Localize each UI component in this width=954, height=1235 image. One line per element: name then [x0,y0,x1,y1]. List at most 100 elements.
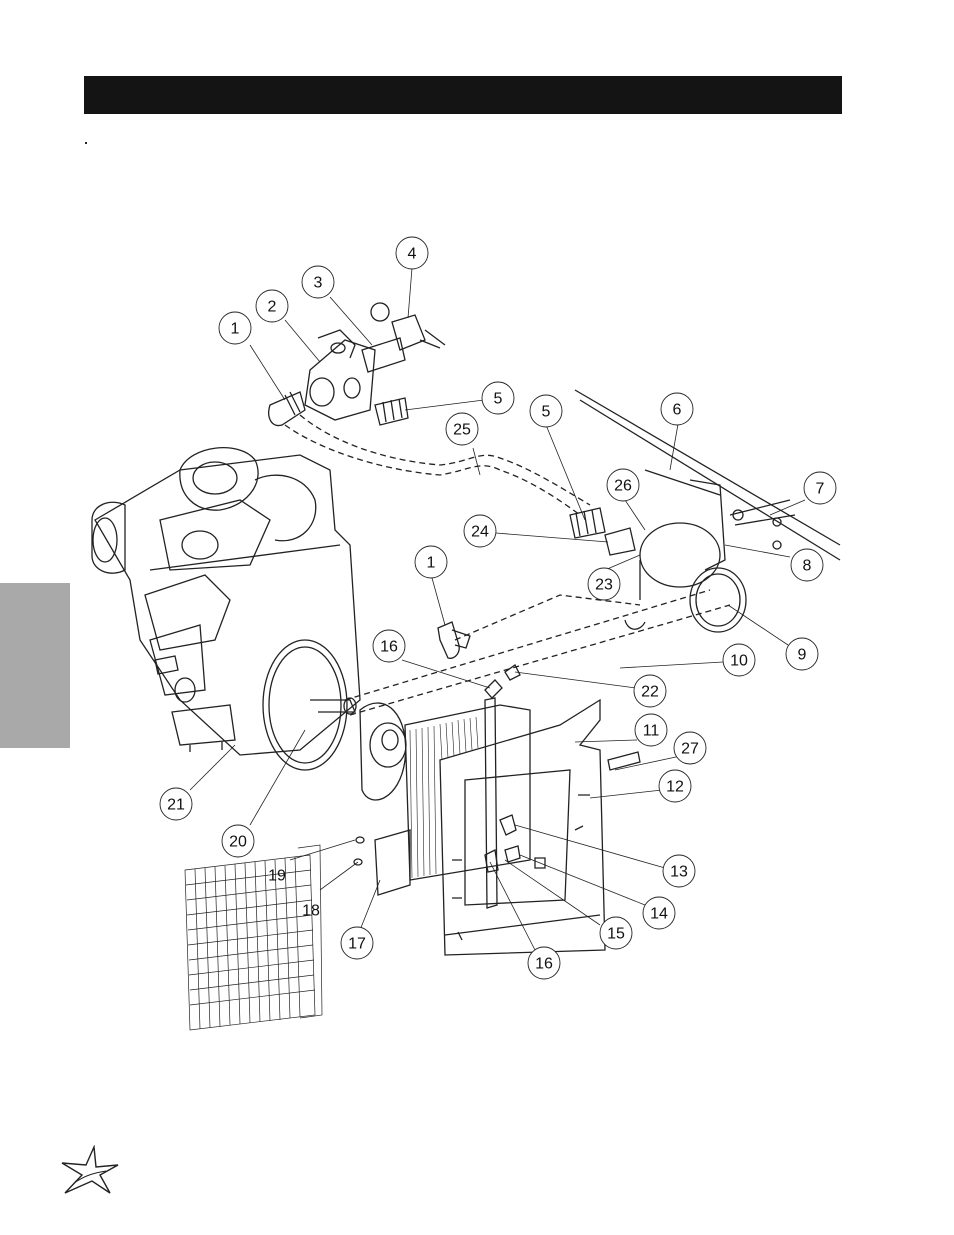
callout-label: 14 [650,906,668,923]
callout-c17: 17 [340,926,374,960]
header-bar [84,76,842,114]
callout-label: 6 [673,402,682,419]
callout-label: 25 [453,422,471,439]
callout-c26: 26 [606,468,640,502]
cooler-fins-drawing [409,716,479,879]
callout-c24: 24 [463,514,497,548]
engine-drawing [91,447,361,771]
callout-c13: 13 [662,854,696,888]
callout-circle [301,265,335,299]
callout-label: 2 [268,299,277,316]
callout-circle [445,412,479,446]
callout-c5b: 5 [529,394,563,428]
callout-label: 24 [471,524,489,541]
callout-label: 23 [595,577,613,594]
callout-circle [414,545,448,579]
callout-c16b: 16 [527,946,561,980]
callout-label: 5 [494,391,503,408]
callout-circle [658,769,692,803]
callout-label: 21 [167,797,185,814]
callout-c12: 12 [658,769,692,803]
callout-label: 8 [803,558,812,575]
dot-mark [85,142,87,144]
star-logo-icon [61,1145,119,1194]
callout-c16a: 16 [372,629,406,663]
callout-c5a: 5 [481,381,515,415]
callout-c1b: 1 [414,545,448,579]
callout-label: 13 [670,864,688,881]
hose-drawing [284,414,731,716]
callout-c19: 19 [268,868,286,885]
radiator-grid-drawing [184,844,323,1031]
callout-c20: 20 [221,824,255,858]
callout-circle [606,468,640,502]
callout-c25: 25 [445,412,479,446]
callout-label: 3 [314,275,323,292]
callout-circle [481,381,515,415]
callout-label: 19 [268,868,286,885]
callout-circle [790,548,824,582]
elbow-fitting-drawing [437,621,471,659]
callout-label: 22 [641,684,659,701]
callout-circle [255,289,289,323]
callout-label: 5 [542,404,551,421]
cooler-drawing [359,697,606,956]
callout-c7: 7 [803,471,837,505]
callout-circle [599,916,633,950]
callout-label: 27 [681,741,699,758]
leader-lines [189,267,806,951]
callout-label: 20 [229,834,247,851]
callout-label: 9 [798,647,807,664]
callout-c1a: 1 [218,311,252,345]
diagram-artwork [91,267,841,1031]
callout-circle [642,896,676,930]
callout-label: 4 [408,246,417,263]
callout-c4: 4 [395,236,429,270]
callout-circle [633,674,667,708]
callout-c27: 27 [673,731,707,765]
callout-c22: 22 [633,674,667,708]
callout-label: 15 [607,926,625,943]
callout-circle [662,854,696,888]
valve-drawing [268,302,446,427]
callout-circle [673,731,707,765]
callout-circle [785,637,819,671]
callout-circle [722,643,756,677]
callout-label: 26 [614,478,632,495]
callout-c8: 8 [790,548,824,582]
callout-label: 11 [643,723,660,740]
callout-circle [529,394,563,428]
callout-label: 1 [427,555,436,572]
callout-c3: 3 [301,265,335,299]
callout-circle [634,713,668,747]
callout-circle [463,514,497,548]
callout-circle [660,392,694,426]
callout-label: 17 [348,936,366,953]
callout-circle [372,629,406,663]
callout-c2: 2 [255,289,289,323]
callout-circle [218,311,252,345]
callout-c15: 15 [599,916,633,950]
callout-circle [159,787,193,821]
callout-c9: 9 [785,637,819,671]
callout-c6: 6 [660,392,694,426]
callout-circle [587,567,621,601]
callout-circle [221,824,255,858]
callout-c23: 23 [587,567,621,601]
pump-drawing [569,389,841,633]
callout-c21: 21 [159,787,193,821]
callout-c14: 14 [642,896,676,930]
callout-circle [340,926,374,960]
callout-label: 12 [666,779,684,796]
callout-circle [395,236,429,270]
callout-circle [527,946,561,980]
small-fittings-drawing [353,664,641,941]
callout-label: 16 [535,956,553,973]
callout-label: 10 [730,653,748,670]
callout-label: 16 [380,639,398,656]
callout-label: 1 [231,321,240,338]
callout-label: 18 [302,903,320,920]
callout-c10: 10 [722,643,756,677]
